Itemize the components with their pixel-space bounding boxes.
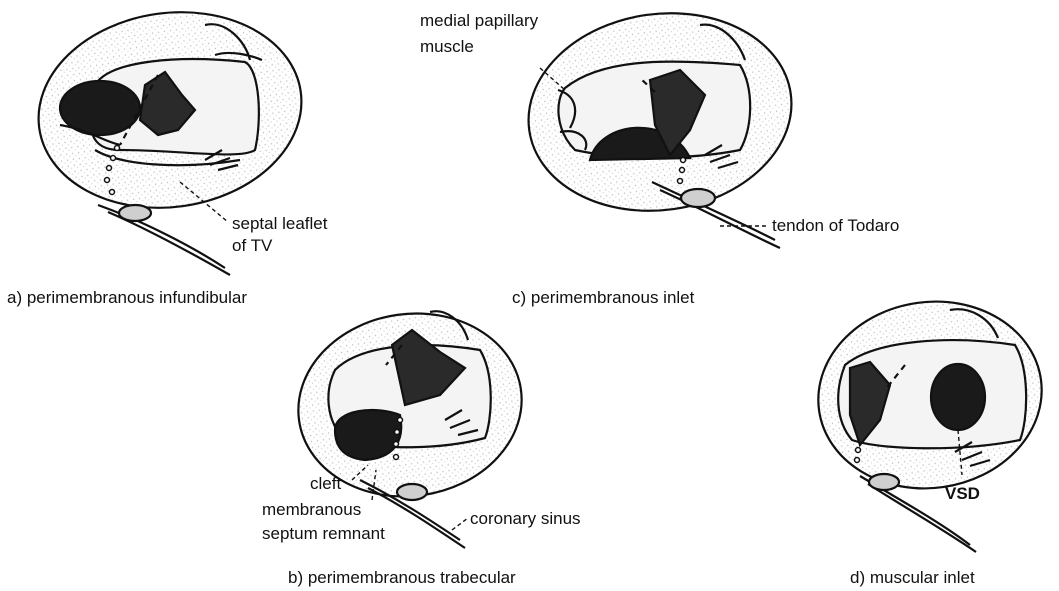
panel-b-coronary-sinus — [397, 484, 427, 500]
panel-d-vsd-dark — [931, 364, 985, 430]
panel-d-drawing — [806, 287, 1054, 552]
caption-panel-b: b) perimembranous trabecular — [288, 568, 516, 588]
panel-d-coronary-sinus — [869, 474, 899, 490]
panel-a-cs-tail — [98, 205, 230, 275]
label-membranous-line1: membranous — [262, 500, 361, 520]
label-membranous-line2: septum remnant — [262, 524, 385, 544]
caption-panel-d: d) muscular inlet — [850, 568, 975, 588]
caption-panel-c: c) perimembranous inlet — [512, 288, 694, 308]
label-cleft: cleft — [310, 474, 341, 494]
label-coronary-sinus: coronary sinus — [470, 509, 581, 529]
label-medial-papillary-line2: muscle — [420, 37, 474, 57]
panel-c-drawing — [516, 0, 805, 248]
label-septal-leaflet-line1: septal leaflet — [232, 214, 327, 234]
panel-c-coronary-sinus — [681, 189, 715, 207]
caption-panel-a: a) perimembranous infundibular — [7, 288, 247, 308]
label-vsd: VSD — [945, 484, 980, 504]
panel-b-cs-leader — [452, 518, 468, 530]
panel-a-coronary-sinus — [119, 205, 151, 221]
label-medial-papillary-line1: medial papillary — [420, 11, 538, 31]
label-tendon-of-todaro: tendon of Todaro — [772, 216, 899, 236]
label-septal-leaflet-line2: of TV — [232, 236, 272, 256]
